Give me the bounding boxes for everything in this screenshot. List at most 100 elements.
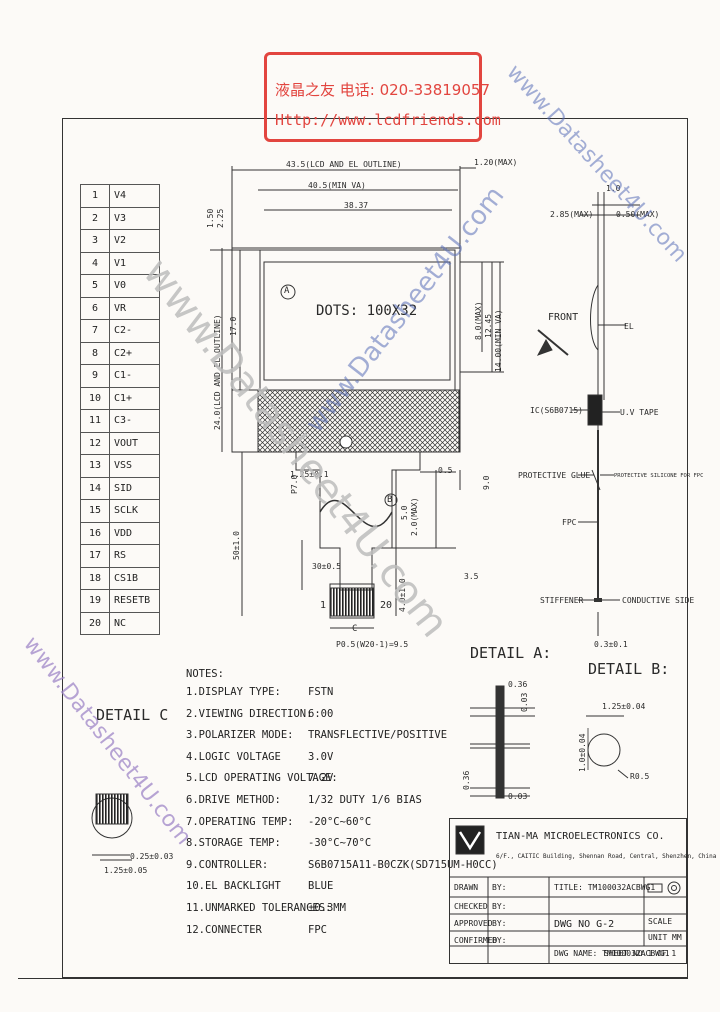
checked-label: CHECKED bbox=[454, 902, 488, 911]
label-stiffener: STIFFENER bbox=[540, 596, 584, 605]
dim-8max: 8.0(MAX) bbox=[474, 301, 483, 340]
dim-pitch-125: 1.25±0.1 bbox=[290, 470, 329, 479]
approved-label: APPROVED bbox=[454, 919, 493, 928]
label-conductive: CONDUCTIVE SIDE bbox=[622, 596, 695, 605]
dim-outline-width: 43.5(LCD AND EL OUTLINE) bbox=[286, 160, 402, 169]
note-key: 11.UNMARKED TOLERANCES: bbox=[186, 902, 332, 914]
confirmed-label: CONFIRMED bbox=[454, 936, 498, 945]
note-key: 1.DISPLAY TYPE: bbox=[186, 686, 281, 698]
note-value: S6B0715A11-B0CZK(SD715UM-H0CC) bbox=[308, 858, 498, 871]
drawn-by: BY: bbox=[492, 883, 507, 892]
pin-signal: V4 bbox=[109, 184, 160, 208]
note-key: 7.OPERATING TEMP: bbox=[186, 815, 294, 828]
dim-pitch-fpc: P0.5(W20-1)=9.5 bbox=[336, 640, 409, 649]
dim-top-225: 2.25 bbox=[216, 208, 225, 228]
company-name: TIAN-MA MICROELECTRONICS CO. bbox=[496, 831, 665, 842]
detail-c-025: 0.25±0.03 bbox=[130, 852, 174, 861]
drawing-title: TITLE: TM100032ACBWG1 bbox=[554, 883, 656, 892]
note-value: -30°C~70°C bbox=[308, 837, 372, 850]
detail-a-003b: 0.03 bbox=[508, 792, 528, 801]
dim-05: 0.5 bbox=[438, 466, 453, 475]
label-c: C bbox=[352, 624, 358, 634]
drawn-label: DRAWN bbox=[454, 883, 479, 892]
label-a: A bbox=[284, 286, 290, 296]
note-key: 10.EL BACKLIGHT bbox=[186, 880, 281, 893]
pin-20-label: 20 bbox=[380, 600, 393, 611]
detail-b-125: 1.25±0.04 bbox=[602, 702, 646, 711]
dim-right-margin: 1.20(MAX) bbox=[474, 158, 518, 167]
note-key: 2.VIEWING DIRECTION: bbox=[186, 707, 313, 720]
dim-fpc-length: 50±1.0 bbox=[232, 531, 241, 560]
notes-title: NOTES: bbox=[186, 668, 224, 680]
label-glue-fpc: PROTECTIVE SILICONE FOR FPC bbox=[614, 473, 704, 479]
stamp-url[interactable]: Http://www.lcdfriends.com bbox=[275, 111, 501, 129]
pin-signal: SID bbox=[109, 476, 160, 500]
dim-2max: 2.0(MAX) bbox=[410, 497, 419, 536]
unit-label: UNIT bbox=[648, 933, 668, 942]
pin-number: 20 bbox=[80, 611, 110, 635]
display-dots: DOTS: 100X32 bbox=[316, 303, 418, 319]
pin-1-label: 1 bbox=[320, 600, 327, 611]
dim-03: 0.3±0.1 bbox=[594, 640, 628, 649]
detail-b-title: DETAIL B: bbox=[588, 660, 670, 678]
note-value: ±0.3MM bbox=[308, 902, 346, 914]
label-ic: IC(S6B0715) bbox=[530, 406, 583, 415]
scale-label: SCALE bbox=[648, 917, 673, 926]
label-el: EL bbox=[624, 322, 634, 331]
sheet-number: SHEET NO.1 OF 1 bbox=[604, 949, 677, 958]
side-050: 0.50(MAX) bbox=[616, 210, 660, 219]
detail-c-title: DETAIL C bbox=[96, 706, 169, 724]
note-value: TRANSFLECTIVE/POSITIVE bbox=[308, 729, 448, 742]
checked-by: BY: bbox=[492, 902, 507, 911]
note-key: 9.CONTROLLER: bbox=[186, 858, 269, 871]
confirmed-by: BY: bbox=[492, 936, 507, 945]
note-key: 3.POLARIZER MODE: bbox=[186, 729, 294, 742]
dim-top-150: 1.50 bbox=[206, 208, 215, 228]
note-value: 3.0V bbox=[308, 750, 334, 763]
note-value: 7.2V bbox=[308, 772, 334, 785]
dim-9: 9.0 bbox=[482, 475, 491, 490]
note-key: 4.LOGIC VOLTAGE bbox=[186, 750, 281, 763]
drawing-border bbox=[62, 118, 688, 978]
drawing-number: DWG NO G-2 bbox=[554, 919, 615, 930]
side-285: 2.85(MAX) bbox=[550, 210, 594, 219]
note-key: 6.DRIVE METHOD: bbox=[186, 794, 281, 806]
label-uv-tape: U.V TAPE bbox=[620, 408, 659, 417]
detail-c-125: 1.25±0.05 bbox=[104, 866, 148, 875]
note-value: FSTN bbox=[308, 686, 334, 698]
dim-aa-width: 38.37 bbox=[344, 201, 369, 210]
outer-bottom-line bbox=[18, 978, 688, 979]
dim-5: 5.0 bbox=[400, 505, 409, 520]
note-value: FPC bbox=[308, 923, 327, 936]
side-1: 1.0 bbox=[606, 184, 621, 193]
dim-35: 3.5 bbox=[464, 572, 479, 581]
note-key: 8.STORAGE TEMP: bbox=[186, 837, 281, 850]
label-front: FRONT bbox=[548, 312, 579, 323]
detail-b-100: 1.0±0.04 bbox=[578, 733, 587, 772]
detail-a-title: DETAIL A: bbox=[470, 644, 552, 662]
company-address: 6/F., CAITIC Building, Shennan Road, Cen… bbox=[496, 853, 717, 860]
dim-30: 30±0.5 bbox=[312, 562, 341, 571]
title-block: TIAN-MA MICROELECTRONICS CO. 6/F., CAITI… bbox=[449, 818, 716, 964]
note-value: -20°C~60°C bbox=[308, 815, 372, 828]
detail-b-r05: R0.5 bbox=[630, 772, 650, 781]
note-key: 5.LCD OPERATING VOLTAGE: bbox=[186, 772, 338, 785]
drawing-name: DWG NAME: TM100032ACBWG1 bbox=[554, 949, 670, 958]
pin-signal: V3 bbox=[109, 206, 160, 230]
